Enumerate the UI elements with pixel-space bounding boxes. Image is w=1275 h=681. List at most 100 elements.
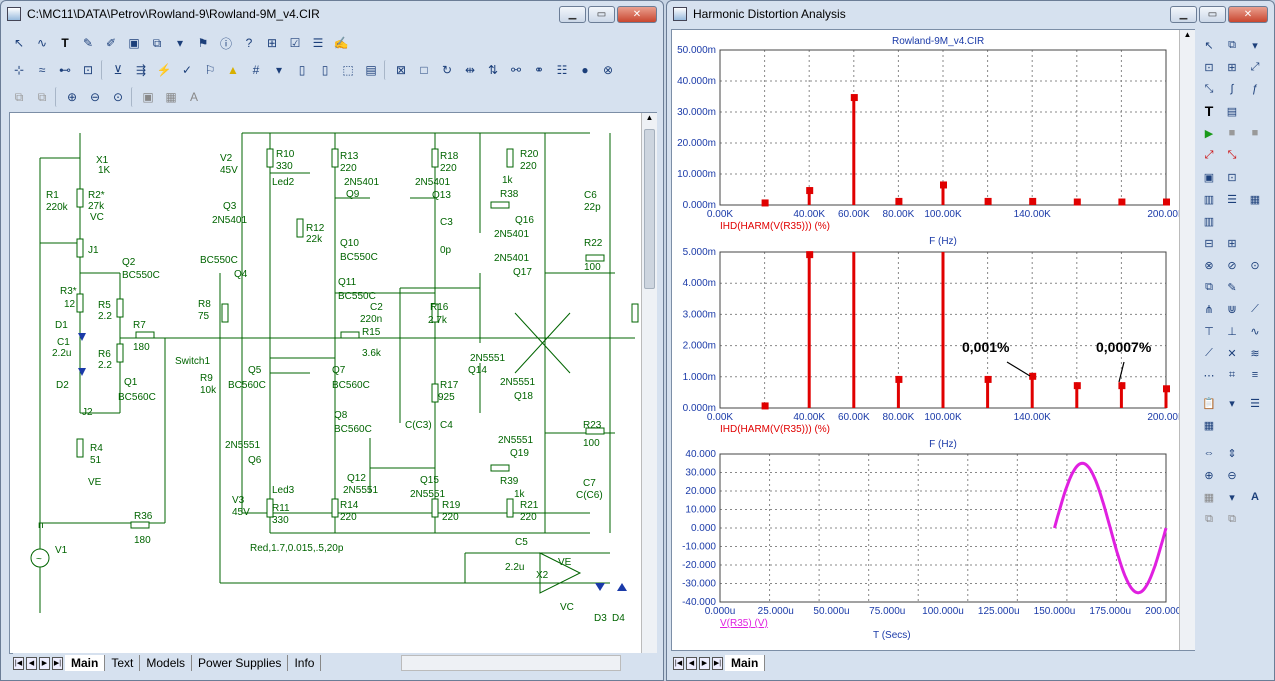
- flip-icon[interactable]: ⇅: [487, 63, 499, 77]
- text2-icon[interactable]: A: [189, 90, 198, 104]
- maximize-button[interactable]: ▭: [588, 6, 615, 23]
- tab-info[interactable]: Info: [288, 655, 322, 671]
- high-icon[interactable]: ⊤: [1204, 325, 1214, 338]
- dropdown-icon[interactable]: ▾: [176, 36, 184, 50]
- list-icon[interactable]: ☰: [1250, 397, 1260, 410]
- scale2-icon[interactable]: ⊞: [1227, 61, 1237, 74]
- next-tab-button[interactable]: ▶: [39, 656, 50, 670]
- bus-icon[interactable]: ⇶: [135, 63, 147, 77]
- plot-vscrollbar[interactable]: ▲: [1179, 30, 1195, 650]
- prev-tab-button[interactable]: ◀: [26, 656, 37, 670]
- fit-y-icon[interactable]: ⇕: [1227, 447, 1237, 460]
- page2-icon[interactable]: ▯: [321, 63, 329, 77]
- zoom-in-icon[interactable]: ⊕: [66, 90, 78, 104]
- edit-icon[interactable]: ✍: [333, 36, 349, 50]
- peak-icon[interactable]: ⋔: [1204, 303, 1214, 316]
- zoom-out-icon[interactable]: ⊖: [1227, 469, 1237, 482]
- rotate-icon[interactable]: ↻: [441, 63, 453, 77]
- valley-icon[interactable]: ⋓: [1227, 303, 1237, 316]
- props-icon[interactable]: ▤: [1226, 105, 1238, 118]
- schematic-vscrollbar[interactable]: ▲: [641, 113, 657, 653]
- slope-up-icon[interactable]: ⟋: [1251, 302, 1259, 315]
- binoculars2-icon[interactable]: ⚭: [533, 63, 545, 77]
- grid-icon[interactable]: ⊡: [82, 63, 94, 77]
- bolt-icon[interactable]: ⚡: [156, 63, 172, 77]
- dropdown2-icon[interactable]: ▾: [275, 63, 283, 77]
- checklist-icon[interactable]: ☑: [289, 36, 301, 50]
- numbers-icon[interactable]: ≈: [38, 63, 46, 77]
- zoom-fit-icon[interactable]: ⊙: [112, 90, 124, 104]
- rect-icon[interactable]: □: [420, 63, 428, 77]
- node-icon[interactable]: ⊹: [13, 63, 25, 77]
- binoculars-icon[interactable]: ⚯: [510, 63, 522, 77]
- table-icon[interactable]: ☰: [312, 36, 324, 50]
- mirror-icon[interactable]: ⇹: [464, 63, 476, 77]
- props-icon[interactable]: ▤: [365, 63, 377, 77]
- cursor2-icon[interactable]: ⤡: [1227, 148, 1237, 161]
- tangent-icon[interactable]: ⤡: [1204, 82, 1214, 95]
- next-tab-button[interactable]: ▶: [699, 656, 710, 670]
- slope-icon[interactable]: ∫: [1230, 83, 1234, 95]
- scale-icon[interactable]: ⊡: [1204, 61, 1214, 74]
- prev-tab-button[interactable]: ◀: [686, 656, 697, 670]
- text-icon[interactable]: T: [61, 36, 69, 50]
- fit-icon[interactable]: ⤢: [1250, 60, 1260, 73]
- split-icon[interactable]: ⊟: [1204, 237, 1214, 250]
- list-icon[interactable]: ☷: [556, 63, 568, 77]
- edit-icon[interactable]: ✎: [1227, 281, 1237, 294]
- pointer-icon[interactable]: ↖: [13, 36, 25, 50]
- columns-icon[interactable]: ▥: [1203, 193, 1215, 206]
- grid2-icon[interactable]: #: [252, 63, 260, 77]
- info-icon[interactable]: ⓘ: [219, 36, 232, 51]
- wave-icon[interactable]: ∿: [1250, 325, 1260, 338]
- copy-icon[interactable]: ⧉: [1205, 280, 1213, 293]
- point-icon[interactable]: ⋯: [1203, 369, 1215, 382]
- minimize-button[interactable]: ▁: [559, 6, 586, 23]
- paste2-icon[interactable]: ⧉: [1228, 512, 1236, 525]
- zoom-fit-icon[interactable]: ⊙: [1250, 259, 1260, 272]
- inflect-icon[interactable]: ⟋: [1205, 346, 1213, 359]
- dropdown-icon[interactable]: ▾: [1252, 39, 1258, 52]
- component-icon[interactable]: ⧉: [152, 35, 162, 50]
- split2-icon[interactable]: ⊞: [1227, 237, 1237, 250]
- paste-icon[interactable]: ⧉: [37, 89, 47, 104]
- warning-icon[interactable]: ▲: [227, 63, 239, 77]
- camera-icon[interactable]: ▣: [142, 90, 154, 104]
- tab-main[interactable]: Main: [725, 655, 766, 671]
- grid3-icon[interactable]: ▦: [165, 90, 177, 104]
- first-tab-button[interactable]: |◀: [13, 656, 24, 670]
- zoom-in-icon[interactable]: ⊕: [1204, 469, 1214, 482]
- last-tab-button[interactable]: ▶|: [52, 656, 63, 670]
- flag-icon[interactable]: ⚑: [197, 36, 209, 50]
- maximize-button[interactable]: ▭: [1199, 6, 1226, 23]
- tab-power-supplies[interactable]: Power Supplies: [192, 655, 289, 671]
- window-icon[interactable]: ▣: [128, 36, 140, 50]
- bars-icon[interactable]: ▥: [1203, 215, 1215, 228]
- frame-icon[interactable]: ▣: [1203, 171, 1215, 184]
- dropdown3-icon[interactable]: ▾: [1229, 491, 1235, 504]
- page-icon[interactable]: ▯: [298, 63, 306, 77]
- brush-icon[interactable]: ✐: [105, 36, 117, 50]
- clipboard-icon[interactable]: 📋: [1202, 397, 1216, 410]
- close-button[interactable]: ✕: [617, 6, 657, 23]
- zoom-y-icon[interactable]: ⊘: [1227, 259, 1237, 272]
- frame2-icon[interactable]: ⊡: [1227, 171, 1237, 184]
- pen-icon[interactable]: ✎: [82, 36, 94, 50]
- function-icon[interactable]: ƒ: [1251, 83, 1259, 95]
- dropdown2-icon[interactable]: ▾: [1229, 397, 1235, 410]
- close-button[interactable]: ✕: [1228, 6, 1268, 23]
- pointer-icon[interactable]: ↖: [1204, 39, 1214, 52]
- copy-icon[interactable]: ⧉: [14, 89, 24, 104]
- text-icon[interactable]: T: [1204, 103, 1214, 119]
- stop-icon[interactable]: ■: [1251, 127, 1259, 139]
- xwave-icon[interactable]: ≋: [1250, 347, 1260, 360]
- tree-icon[interactable]: ⊞: [266, 36, 278, 50]
- zoom-x-icon[interactable]: ⊗: [1204, 259, 1214, 272]
- schematic-hscrollbar[interactable]: [401, 655, 622, 671]
- help-icon[interactable]: ?: [245, 36, 253, 50]
- table-icon[interactable]: ▦: [1249, 193, 1261, 206]
- counter-icon[interactable]: ▦: [1203, 419, 1215, 432]
- rows-icon[interactable]: ☰: [1227, 193, 1237, 206]
